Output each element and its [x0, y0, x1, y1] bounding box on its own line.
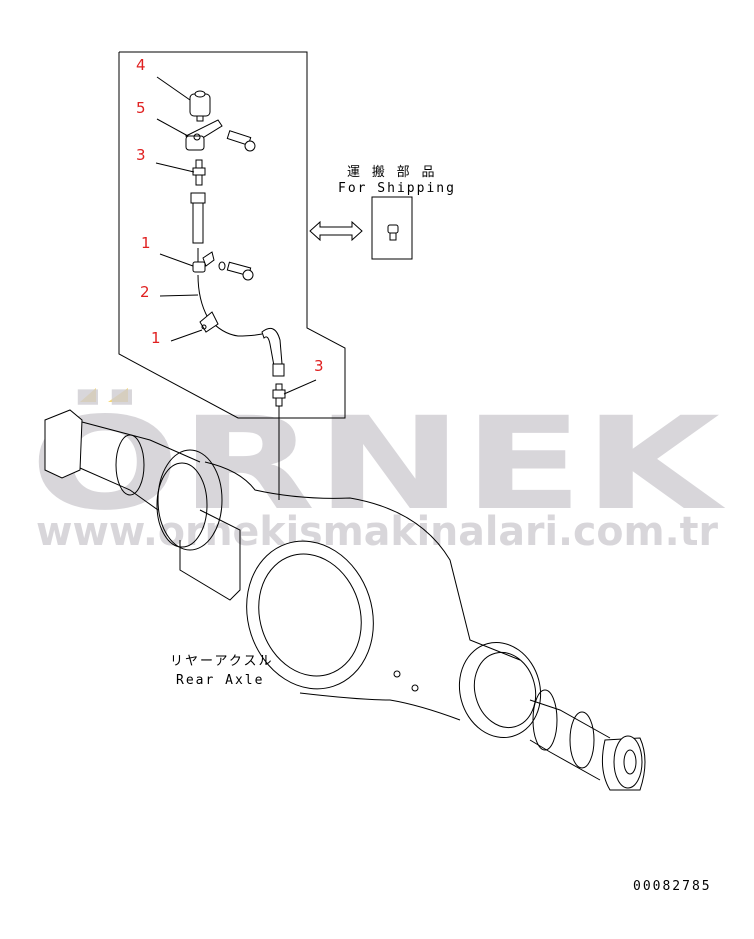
watermark-accent	[108, 388, 128, 402]
callout-2: 2	[140, 283, 150, 301]
part-hose	[197, 274, 263, 337]
callout-3: 3	[136, 146, 146, 164]
part-hose-end	[190, 192, 206, 262]
part-bracket	[184, 119, 256, 152]
shipping-box	[371, 196, 413, 260]
leader-lines	[155, 76, 317, 395]
axle-label-en: Rear Axle	[176, 673, 264, 688]
watermark-brand: ÖRNEK	[30, 389, 727, 539]
watermark-url: www.ornekismakinalari.com.tr	[36, 509, 718, 555]
watermark-accent	[80, 388, 96, 402]
callout-5: 5	[136, 99, 146, 117]
part-cap	[189, 90, 211, 122]
part-clamp	[199, 311, 219, 333]
drawing-number: 00082785	[633, 879, 712, 894]
part-fitting	[192, 159, 206, 186]
callout-1: 1	[151, 329, 161, 347]
part-hose-nut	[272, 363, 285, 377]
watermark: ÖRNEK www.ornekismakinalari.com.tr	[30, 388, 727, 555]
shipping-cap	[387, 224, 399, 241]
part-hose-elbow	[261, 327, 283, 367]
shipping-label-jp: 運 搬 部 品	[347, 165, 436, 180]
axle-label-jp: リヤーアクスル	[170, 654, 273, 669]
callout-1: 1	[141, 234, 151, 252]
part-clamp	[192, 251, 254, 281]
detail-frame	[118, 51, 346, 419]
shipping-label-en: For Shipping	[338, 181, 456, 196]
rear-axle	[44, 409, 646, 791]
callout-4: 4	[136, 56, 146, 74]
callout-3: 3	[314, 357, 324, 375]
double-arrow-icon	[309, 220, 363, 242]
